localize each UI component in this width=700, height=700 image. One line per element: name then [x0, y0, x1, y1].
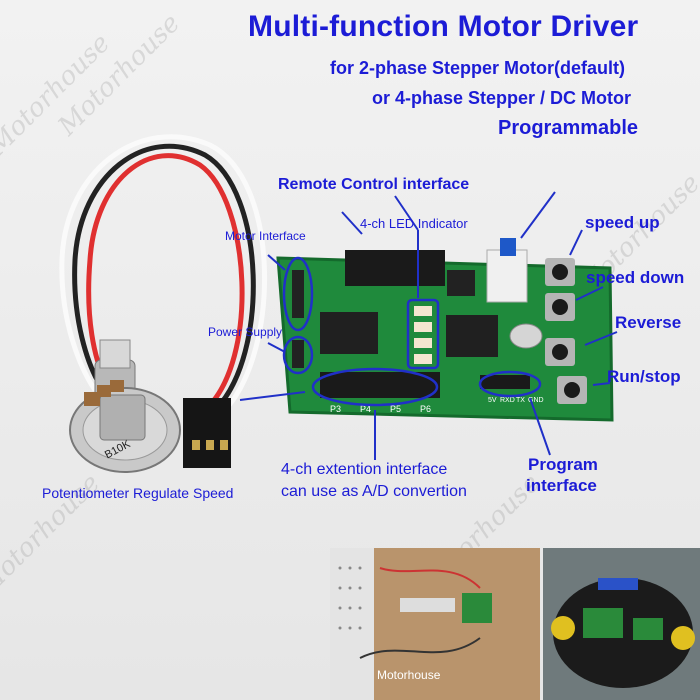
- svg-text:RXD: RXD: [500, 397, 515, 404]
- label-run-stop: Run/stop: [607, 367, 681, 386]
- demo-photo-robot: [543, 548, 700, 700]
- photo-caption: Motorhouse: [377, 668, 441, 682]
- subtitle-line-2: or 4-phase Stepper / DC Motor: [372, 88, 632, 108]
- svg-text:5V: 5V: [488, 397, 497, 404]
- page-title: Multi-function Motor Driver: [248, 10, 639, 43]
- label-extension-line-1: 4-ch extention interface: [281, 461, 448, 478]
- label-speed-down: speed down: [586, 268, 685, 287]
- dupont-connector: [183, 398, 231, 468]
- subtitle-line-3: Programmable: [498, 117, 639, 139]
- pcb-board: P3 P4 P5 P6 5V RXD TX GND: [276, 238, 614, 422]
- svg-text:P5: P5: [390, 404, 401, 414]
- svg-text:TX: TX: [516, 397, 525, 404]
- svg-text:P4: P4: [360, 404, 371, 414]
- subtitle-line-1: for 2-phase Stepper Motor(default): [330, 58, 626, 78]
- label-reverse: Reverse: [615, 313, 682, 332]
- callout-ellipses: [282, 256, 542, 407]
- svg-text:P3: P3: [330, 404, 341, 414]
- svg-text:GND: GND: [528, 397, 544, 404]
- label-led-indicator: 4-ch LED Indicator: [360, 216, 468, 231]
- label-remote-control: Remote Control interface: [278, 176, 470, 193]
- label-motor-interface: Motor Interface: [225, 229, 306, 243]
- label-program-line-1: Program: [528, 455, 598, 474]
- label-power-supply: Power Supply: [208, 325, 283, 339]
- label-speed-up: speed up: [585, 213, 660, 232]
- label-extension-line-2: can use as A/D convertion: [281, 483, 467, 500]
- label-potentiometer: Potentiometer Regulate Speed: [42, 485, 234, 501]
- demo-photo-bench: Motorhouse: [330, 548, 540, 700]
- callout-arrows: [239, 191, 618, 460]
- label-program-line-2: interface: [526, 476, 597, 495]
- svg-text:P6: P6: [420, 404, 431, 414]
- potentiometer: B10K: [69, 339, 181, 473]
